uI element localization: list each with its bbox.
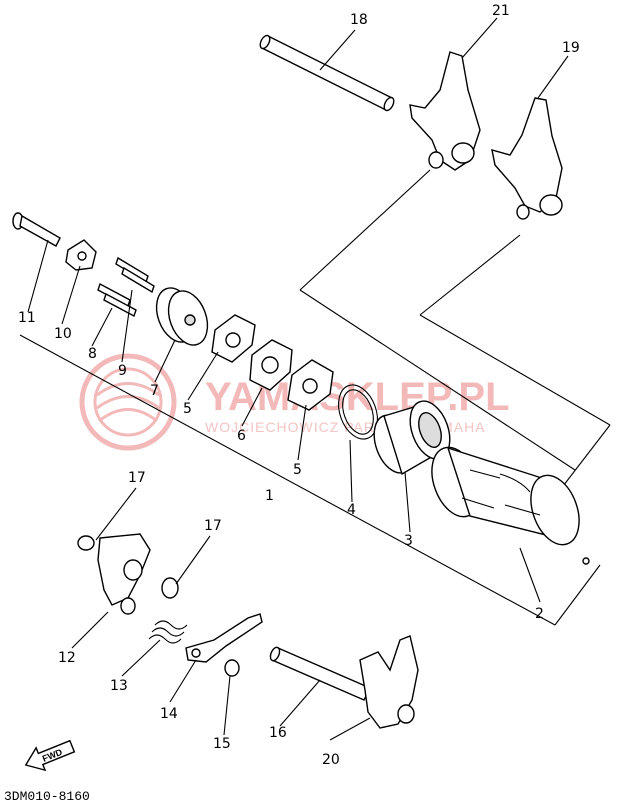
callout-4: 4	[347, 502, 356, 518]
part-19-shift-fork	[491, 97, 563, 220]
callouts: 18 21 19 11 10 8 9 7 5 6 5 1 4 3 2 17 17…	[18, 3, 580, 768]
callout-10: 10	[54, 326, 72, 342]
watermark-logo	[79, 353, 177, 451]
part-9-pins	[115, 256, 155, 294]
callout-17-right: 17	[204, 518, 222, 534]
callout-2: 2	[535, 606, 544, 622]
callout-6: 6	[237, 428, 246, 444]
part-6-plate	[249, 339, 293, 391]
part-7-drum-cam	[155, 287, 209, 346]
part-17-clip-a	[77, 535, 95, 551]
callout-19: 19	[562, 40, 580, 56]
callout-5-lower: 5	[293, 462, 302, 478]
part-5-stopper-plate-upper	[211, 314, 256, 363]
callout-16: 16	[269, 725, 287, 741]
part-18-shaft	[259, 34, 395, 112]
callout-7: 7	[150, 383, 159, 399]
part-4-circlip	[338, 384, 378, 440]
part-16-shift-shaft	[269, 646, 371, 701]
part-10-plate	[65, 239, 97, 271]
callout-15: 15	[213, 736, 231, 752]
part-5-stopper-plate-lower	[287, 359, 334, 411]
callout-8: 8	[88, 346, 97, 362]
callout-12: 12	[58, 650, 76, 666]
part-15-clip	[224, 659, 240, 677]
diagram-code: 3DM010-8160	[4, 789, 90, 804]
part-8-pins	[97, 282, 137, 318]
fwd-arrow: FWD	[24, 739, 76, 772]
part-13-spring	[148, 620, 188, 644]
callout-5-upper: 5	[183, 401, 192, 417]
part-12-shift-arm	[97, 533, 151, 615]
part-2-shift-drum	[431, 446, 590, 565]
part-20-shift-fork	[359, 635, 419, 729]
part-21-shift-fork	[409, 51, 481, 171]
callout-3: 3	[404, 533, 413, 549]
callout-14: 14	[160, 706, 178, 722]
part-17-clip-b	[161, 577, 179, 599]
reference-lines	[19, 169, 611, 626]
callout-18: 18	[350, 12, 368, 28]
callout-1: 1	[265, 488, 274, 504]
part-14-spring-lever	[185, 613, 263, 663]
callout-17-left: 17	[128, 470, 146, 486]
callout-11: 11	[18, 310, 36, 326]
callout-20: 20	[322, 752, 340, 768]
leader-lines	[27, 17, 569, 741]
part-3-bearing	[373, 400, 451, 476]
part-11-bolt	[12, 212, 61, 247]
callout-21: 21	[492, 3, 510, 19]
callout-13: 13	[110, 678, 128, 694]
callout-9: 9	[118, 363, 127, 379]
